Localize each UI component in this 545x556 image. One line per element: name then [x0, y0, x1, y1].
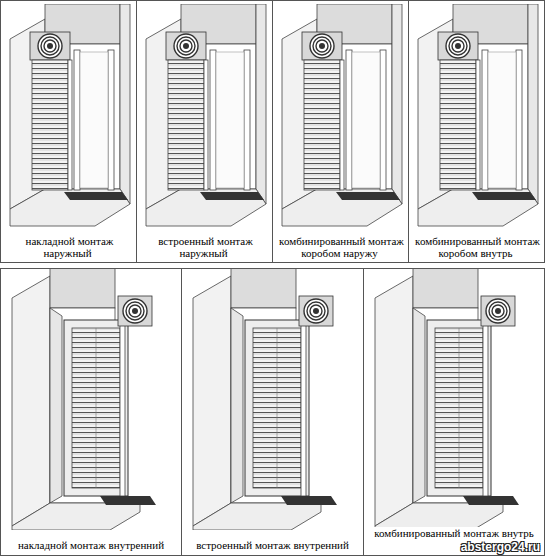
bottom-row-drawings: [12, 268, 519, 530]
mount-panel: накладной монтаж внутренний: [0, 268, 182, 556]
caption: встроенный монтаж наружный: [156, 235, 253, 259]
watermark: abstergo24.ru: [461, 540, 540, 554]
caption: комбинированный монтаж коробом внутрь: [413, 235, 540, 259]
mount-drawing: [12, 268, 156, 530]
caption: комбинированный монтаж коробом наружу: [277, 235, 404, 259]
caption: комбинированный монтаж внутрь: [372, 527, 536, 539]
caption: встроенный монтаж внутренний: [194, 539, 351, 551]
mount-panel: комбинированный монтаж коробом внутрь: [408, 0, 545, 263]
mount-drawing: [375, 268, 519, 530]
mount-drawing: [10, 4, 130, 226]
mount-panel: комбинированный монтаж внутрь: [363, 268, 545, 556]
mount-drawing: [146, 4, 266, 226]
mount-drawing: [282, 4, 402, 226]
mount-panel: встроенный монтаж внутренний: [181, 268, 364, 556]
mount-drawing: [418, 4, 538, 226]
mount-panel: комбинированный монтаж коробом наружу: [272, 0, 409, 263]
top-row-drawings: [10, 4, 538, 226]
mount-panel: встроенный монтаж наружный: [136, 0, 273, 263]
mount-drawing: [193, 268, 337, 530]
caption: накладной монтаж наружный: [24, 235, 114, 259]
mount-panel: накладной монтаж наружный: [0, 0, 137, 263]
caption: накладной монтаж внутренний: [16, 539, 166, 551]
